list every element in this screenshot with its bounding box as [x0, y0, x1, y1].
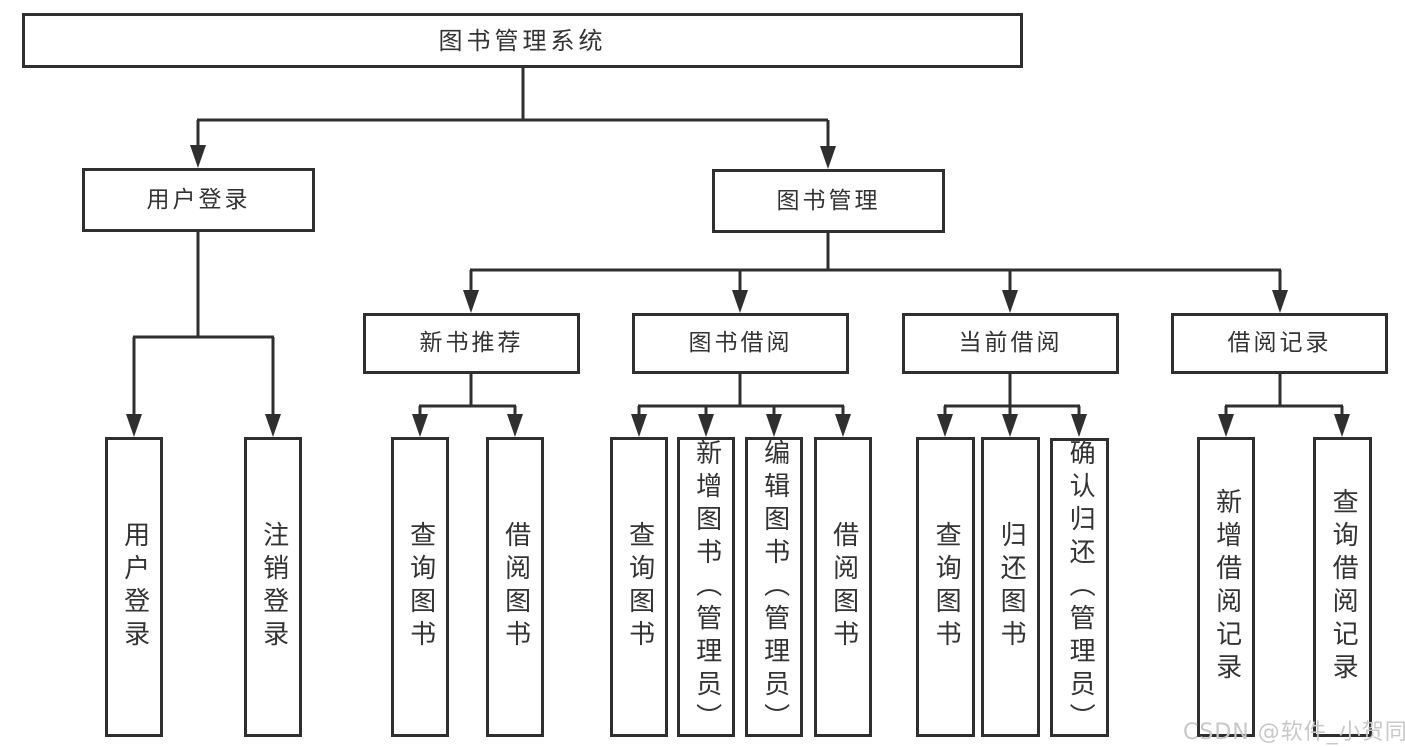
edges-book-borrow — [637, 374, 845, 415]
node-borrow-records: 借阅记录 — [1171, 313, 1388, 374]
leaf-recommend-query-book-label: 查询图书 — [405, 521, 436, 653]
edges-borrow-records — [1224, 374, 1344, 415]
leaf-borrow-add-book-admin: 新增图书（管理员） — [677, 437, 735, 737]
node-book-borrow: 图书借阅 — [632, 313, 849, 374]
node-book-borrow-label: 图书借阅 — [688, 330, 793, 356]
node-new-book-recommend-label: 新书推荐 — [419, 330, 524, 356]
leaf-borrow-add-book-admin-label: 新增图书（管理员） — [691, 438, 722, 736]
node-current-borrow: 当前借阅 — [902, 313, 1119, 374]
leaf-borrow-borrow-book: 借阅图书 — [814, 437, 872, 737]
leaf-current-return-book-label: 归还图书 — [996, 521, 1027, 653]
leaf-borrow-query-book-label: 查询图书 — [624, 521, 655, 653]
node-new-book-recommend: 新书推荐 — [363, 313, 580, 374]
leaf-logout-label: 注销登录 — [258, 521, 289, 653]
leaf-user-login: 用户登录 — [105, 437, 163, 737]
leaf-current-query-book-label: 查询图书 — [931, 521, 962, 653]
leaf-current-query-book: 查询图书 — [916, 437, 975, 737]
leaf-borrow-edit-book-admin: 编辑图书（管理员） — [745, 437, 803, 737]
node-borrow-records-label: 借阅记录 — [1227, 330, 1332, 356]
leaf-recommend-borrow-book-label: 借阅图书 — [500, 521, 531, 653]
node-current-borrow-label: 当前借阅 — [958, 330, 1063, 356]
edges-new-book-recommend — [418, 374, 517, 415]
arrowheads — [126, 145, 1350, 437]
leaf-records-add-record-label: 新增借阅记录 — [1211, 488, 1242, 686]
leaf-current-confirm-return-admin: 确认归还（管理员） — [1050, 438, 1109, 737]
node-book-management: 图书管理 — [712, 169, 945, 233]
leaf-user-login-label: 用户登录 — [119, 521, 150, 653]
node-book-management-label: 图书管理 — [776, 187, 881, 214]
leaf-logout: 注销登录 — [244, 437, 302, 737]
leaf-recommend-borrow-book: 借阅图书 — [486, 437, 544, 737]
edges-current-borrow — [943, 374, 1081, 415]
node-user-login: 用户登录 — [82, 168, 315, 232]
leaf-records-query-record: 查询借阅记录 — [1313, 437, 1372, 737]
node-root-label: 图书管理系统 — [438, 26, 607, 55]
leaf-borrow-borrow-book-label: 借阅图书 — [828, 521, 859, 653]
leaf-records-query-record-label: 查询借阅记录 — [1328, 488, 1359, 686]
csdn-watermark: CSDN @软件_小贺同学 — [1183, 720, 1405, 745]
edges-user-login — [132, 232, 275, 415]
leaf-current-return-book: 归还图书 — [981, 437, 1040, 737]
edges-root — [196, 68, 830, 146]
leaf-borrow-edit-book-admin-label: 编辑图书（管理员） — [759, 438, 790, 736]
leaf-recommend-query-book: 查询图书 — [391, 437, 449, 737]
node-root: 图书管理系统 — [22, 13, 1023, 68]
edges-book-management — [469, 233, 1282, 291]
leaf-records-add-record: 新增借阅记录 — [1197, 437, 1255, 737]
leaf-borrow-query-book: 查询图书 — [610, 437, 668, 737]
node-user-login-label: 用户登录 — [146, 186, 251, 213]
leaf-current-confirm-return-admin-label: 确认归还（管理员） — [1065, 439, 1096, 736]
